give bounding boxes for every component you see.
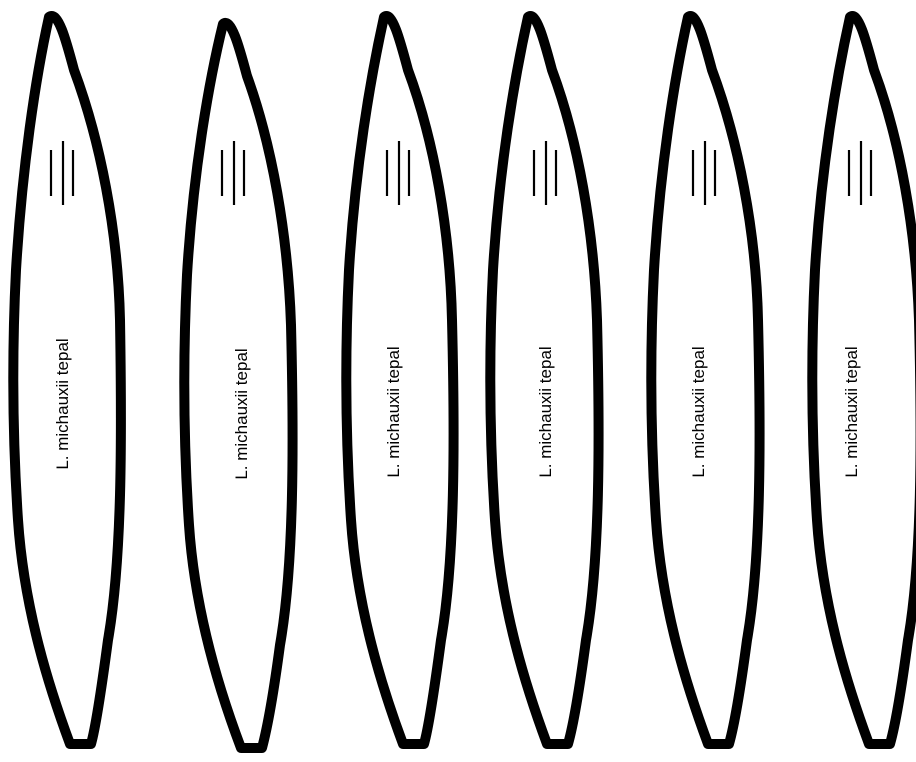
tepal-label: L. michauxii tepal bbox=[536, 346, 555, 477]
tepal-outline bbox=[812, 16, 916, 744]
tepal-cutout-6: L. michauxii tepal bbox=[812, 16, 916, 744]
tepal-label: L. michauxii tepal bbox=[384, 346, 403, 477]
tepal-cutout-1: L. michauxii tepal bbox=[13, 16, 121, 744]
tepal-label: L. michauxii tepal bbox=[842, 346, 861, 477]
tepal-cutout-5: L. michauxii tepal bbox=[651, 16, 759, 744]
tepal-label: L. michauxii tepal bbox=[689, 346, 708, 477]
tepal-label: L. michauxii tepal bbox=[232, 348, 251, 479]
tepal-cutout-2: L. michauxii tepal bbox=[184, 23, 292, 748]
tepal-label: L. michauxii tepal bbox=[53, 338, 72, 469]
tepal-cutout-3: L. michauxii tepal bbox=[346, 16, 453, 744]
tepal-cutout-4: L. michauxii tepal bbox=[490, 16, 598, 744]
